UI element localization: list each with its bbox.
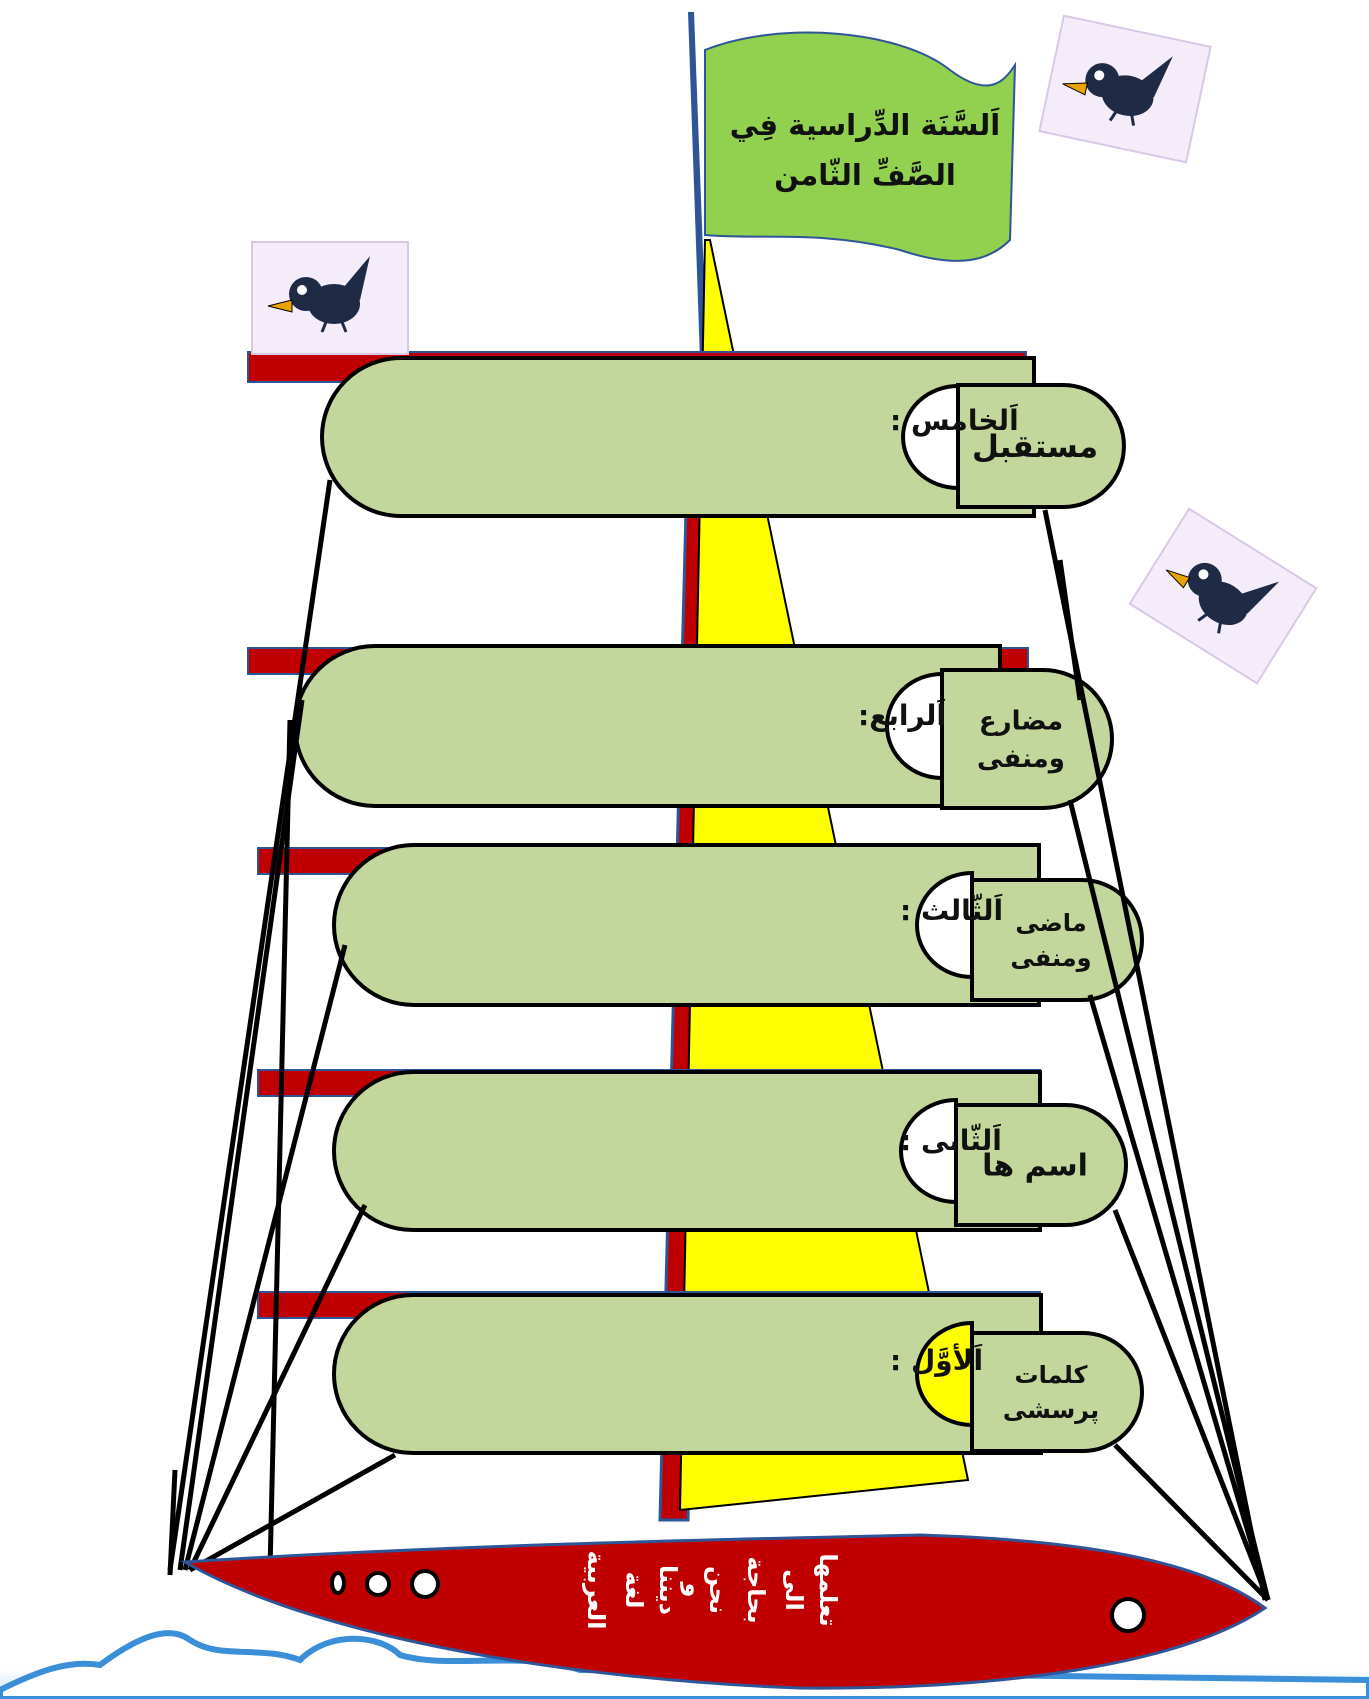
crow-icon (251, 241, 409, 355)
boat-word: لغة (620, 1571, 648, 1608)
flag (704, 31, 1017, 262)
level-tab-text: پرسشى (1003, 1396, 1099, 1424)
pill-notch (899, 1097, 958, 1205)
crow-icon (1128, 507, 1318, 685)
level-tab (956, 383, 1126, 509)
level-tab-text: اسم ها (982, 1149, 1088, 1184)
boat-word: تعلمها (814, 1553, 842, 1626)
level-tab-text: كلمات (1015, 1361, 1088, 1389)
level-tab-text: مستقبل (972, 429, 1098, 465)
level-3: اَلثّالث : ماضى ومنفى (332, 843, 1144, 1007)
level-pill (320, 356, 1036, 518)
boat-word: العربية (582, 1550, 610, 1629)
level-tab-text: ومنفى (977, 744, 1065, 774)
level-2: اَلثّانى :اسم ها (332, 1070, 1128, 1232)
level-tab (954, 1103, 1128, 1227)
portholes (330, 1569, 1146, 1633)
level-label: اَلرابع: (858, 698, 946, 732)
level-tab-text: ومنفى (1010, 944, 1091, 972)
boat-word: و (680, 1582, 708, 1598)
level-tab-text: مضارع (979, 706, 1063, 736)
rigging-lines (167, 479, 1271, 1602)
level-tab-text: ماضى (1015, 909, 1086, 937)
level-label: اَلخامس : (890, 403, 1019, 437)
level-4: اَلرابع: مضارع ومنفى (293, 644, 1114, 810)
boat-word: نحن (704, 1566, 732, 1614)
flag-title-line-2: الصَّفِّ الثّامن (774, 156, 956, 192)
level-tab (970, 1331, 1144, 1453)
level-label: اَلثّالث : (900, 893, 1003, 927)
level-5: اَلخامس :مستقبل (320, 356, 1126, 518)
level-1: اَلأوَّل : كلمات پرسشى (332, 1293, 1144, 1455)
level-pill (332, 1070, 1042, 1232)
level-pill (332, 1293, 1043, 1455)
levels: اَلخامس :مستقبلاَلرابع:مضارعومنفىاَلثّال… (293, 356, 1144, 1455)
level-pill (332, 843, 1041, 1007)
boat-hull (179, 1533, 1268, 1690)
pill-notch (915, 870, 974, 980)
crow-icon (1038, 14, 1212, 164)
boat-word: بحاجة (742, 1556, 770, 1623)
flag-title-line-1: اَلسَّنَة الدِّراسية فِي (730, 108, 1000, 142)
boat-word: ديننا (654, 1565, 682, 1615)
sea-wave (0, 1630, 1369, 1699)
level-label: اَلأوَّل : (890, 1343, 983, 1377)
boat-word: الى (780, 1569, 808, 1611)
level-tab (940, 668, 1114, 810)
crow-stickers (251, 14, 1318, 685)
pill-notch (901, 383, 960, 491)
pill-notch (885, 671, 944, 781)
level-label: اَلثّانى : (900, 1123, 1002, 1157)
pill-notch (915, 1320, 974, 1428)
